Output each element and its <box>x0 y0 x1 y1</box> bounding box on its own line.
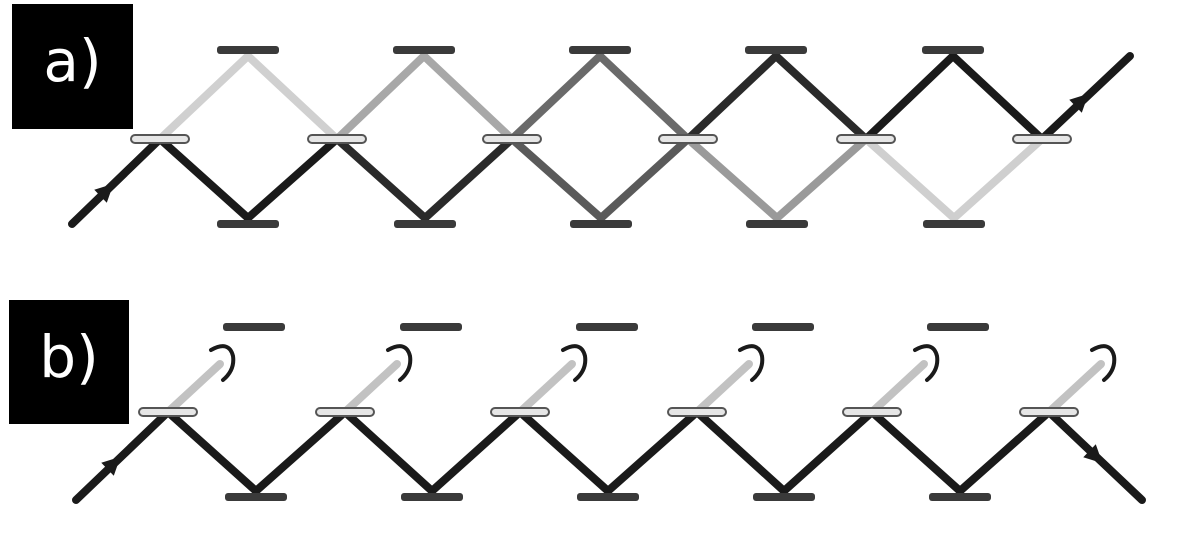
panel-label-b: b) <box>9 300 129 424</box>
input-arrow-head <box>94 183 114 203</box>
bottom-mirror <box>923 220 985 228</box>
beamsplitter <box>1019 407 1079 417</box>
loss-arc <box>209 344 236 382</box>
beamsplitter <box>667 407 727 417</box>
beam-lower-segment <box>868 408 964 495</box>
output-arrow-head <box>1083 444 1103 464</box>
beam-lower-segment <box>333 135 429 222</box>
beamsplitter <box>482 134 542 144</box>
beam-lower-segment <box>693 408 788 495</box>
top-mirror <box>393 46 455 54</box>
top-mirror <box>217 46 279 54</box>
bottom-mirror <box>225 493 287 501</box>
beamsplitter <box>130 134 190 144</box>
beam-lower-segment <box>780 408 876 495</box>
beam-upper-segment <box>333 52 428 143</box>
output-arrow-head <box>1069 93 1089 113</box>
top-mirror <box>576 323 638 331</box>
beam-upper-segment <box>684 52 780 143</box>
beam-upper-segment <box>772 52 870 143</box>
bottom-mirror <box>570 220 632 228</box>
beam-upper-segment <box>244 52 341 143</box>
top-mirror <box>569 46 631 54</box>
loss-arc <box>913 344 940 382</box>
beamsplitter <box>307 134 367 144</box>
beam-lower-segment <box>604 408 701 495</box>
beam-lower-segment <box>950 135 1046 222</box>
beam-upper-segment <box>420 52 516 143</box>
loss-arc <box>386 344 413 382</box>
beam-lower-segment <box>773 135 870 222</box>
bottom-mirror <box>394 220 456 228</box>
top-mirror <box>752 323 814 331</box>
top-mirror <box>223 323 285 331</box>
beam-lower-segment <box>428 408 524 495</box>
loss-arc <box>738 344 765 382</box>
bottom-mirror <box>929 493 991 501</box>
beam-lower-segment <box>421 135 516 222</box>
beam-upper-segment <box>508 52 604 143</box>
escaping-beam <box>1045 360 1105 416</box>
beam-lower-segment <box>164 408 260 495</box>
beam-lower-segment <box>516 408 612 495</box>
beamsplitter <box>138 407 198 417</box>
top-mirror <box>927 323 989 331</box>
beamsplitter <box>836 134 896 144</box>
beam-upper-segment <box>949 52 1046 143</box>
beam-upper-segment <box>156 52 252 143</box>
beamsplitter <box>315 407 375 417</box>
loss-arc <box>561 344 588 382</box>
escaping-beam <box>164 360 224 416</box>
input-arrow-head <box>101 456 121 476</box>
beamsplitter <box>658 134 718 144</box>
escaping-beam <box>868 360 928 416</box>
input-beam <box>68 135 164 228</box>
beamsplitter <box>842 407 902 417</box>
bottom-mirror <box>577 493 639 501</box>
input-beam <box>72 408 172 504</box>
panel-b-diagram <box>72 323 1146 504</box>
beamsplitter <box>490 407 550 417</box>
beamsplitter <box>1012 134 1072 144</box>
beam-lower-segment <box>956 408 1053 495</box>
beam-lower-segment <box>508 135 605 222</box>
escaping-beam <box>693 360 753 416</box>
bottom-mirror <box>753 493 815 501</box>
beam-upper-segment <box>596 52 692 143</box>
panel-a-diagram <box>68 46 1134 228</box>
top-mirror <box>922 46 984 54</box>
beam-upper-segment <box>862 52 957 143</box>
bottom-mirror <box>401 493 463 501</box>
escaping-beam <box>341 360 401 416</box>
loss-arc <box>1090 344 1117 382</box>
bottom-mirror <box>217 220 279 228</box>
panel-label-a: a) <box>12 4 133 129</box>
top-mirror <box>400 323 462 331</box>
top-mirror <box>745 46 807 54</box>
beam-lower-segment <box>252 408 349 495</box>
beam-lower-segment <box>156 135 252 222</box>
beam-lower-segment <box>862 135 958 222</box>
beam-lower-segment <box>684 135 781 222</box>
beam-lower-segment <box>244 135 341 222</box>
beam-lower-segment <box>341 408 436 495</box>
escaping-beam <box>516 360 576 416</box>
bottom-mirror <box>746 220 808 228</box>
beam-lower-segment <box>597 135 692 222</box>
